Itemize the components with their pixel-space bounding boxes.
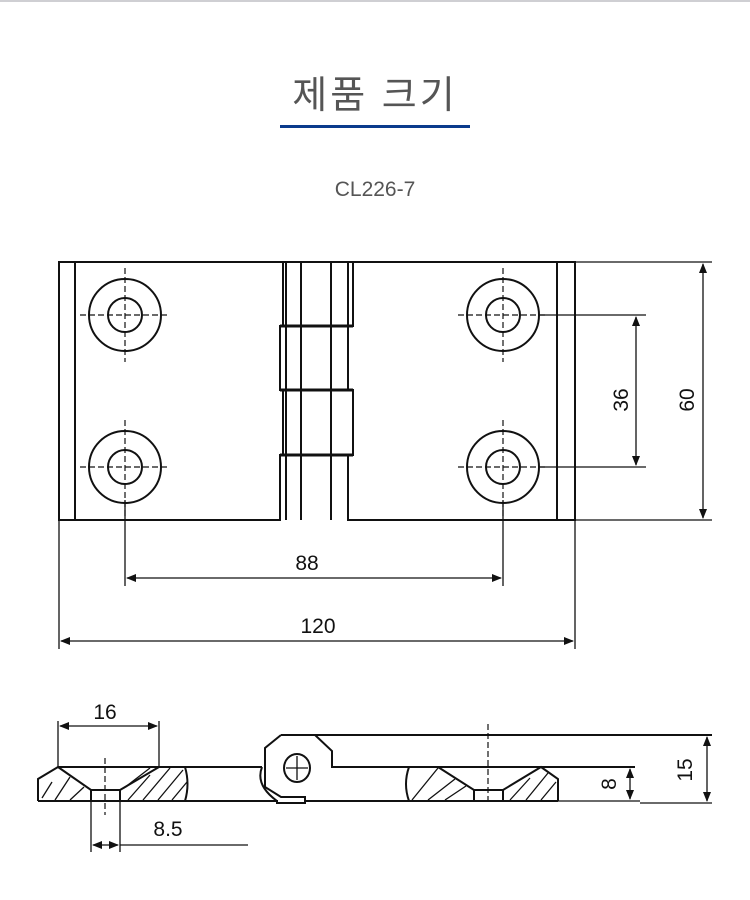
dimension-60: 60 <box>575 261 712 521</box>
svg-text:8: 8 <box>598 778 621 790</box>
svg-text:8.5: 8.5 <box>153 818 182 841</box>
svg-text:120: 120 <box>300 615 335 638</box>
svg-text:16: 16 <box>93 701 116 724</box>
svg-text:36: 36 <box>610 388 633 411</box>
dimension-16: 16 <box>57 701 160 767</box>
hole-top-left <box>80 268 170 362</box>
svg-text:88: 88 <box>295 552 318 575</box>
top-border <box>0 0 750 2</box>
model-number: CL226-7 <box>334 178 416 201</box>
hole-top-right <box>458 268 548 362</box>
top-view: 36 60 88 120 <box>58 261 712 649</box>
knuckle-section <box>264 734 712 803</box>
svg-text:15: 15 <box>674 758 697 781</box>
dimension-8-5: 8.5 <box>90 801 248 852</box>
dimension-8: 8 <box>558 768 640 802</box>
right-leaf-outline <box>347 261 576 521</box>
dimension-36: 36 <box>540 314 646 468</box>
title-underline <box>280 125 470 128</box>
knuckle <box>280 261 353 520</box>
dimension-15: 15 <box>640 736 712 804</box>
left-leaf-section <box>37 766 558 804</box>
page-title: 제품 크기 <box>292 75 458 117</box>
hatching-left <box>41 767 188 801</box>
hatching-right <box>411 767 557 801</box>
side-view: 16 8.5 8 15 <box>37 701 712 852</box>
dimension-120: 120 <box>58 520 576 649</box>
dimension-88: 88 <box>124 500 504 586</box>
pin-icon <box>283 753 311 783</box>
svg-text:60: 60 <box>676 388 699 411</box>
